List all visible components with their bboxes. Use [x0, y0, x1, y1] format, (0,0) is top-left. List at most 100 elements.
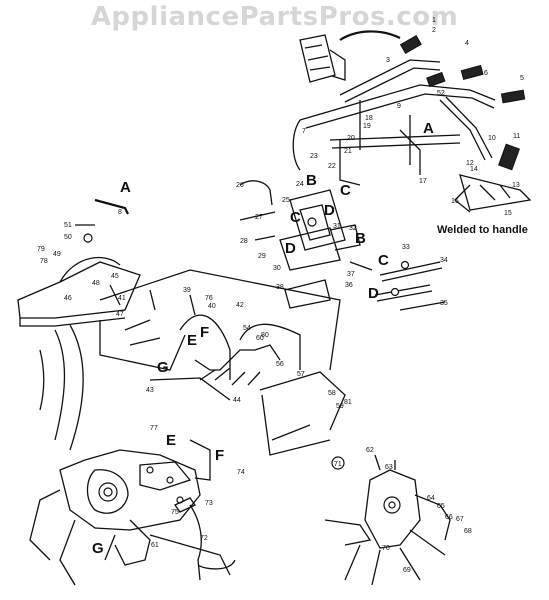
part-number-31: 31 [333, 223, 341, 230]
letter-callouts: A A B B C C C D D D E E F F G G [92, 120, 434, 557]
part-number-39: 39 [183, 287, 191, 294]
part-number-15: 15 [504, 210, 512, 217]
tine-shield [17, 256, 346, 456]
part-number-40: 40 [208, 303, 216, 310]
part-number-21: 21 [344, 148, 352, 155]
callout-E-bottom: E [166, 432, 176, 449]
part-number-54: 54 [243, 325, 251, 332]
part-number-69: 69 [403, 567, 411, 574]
callout-E-top: E [187, 332, 197, 349]
part-number-2: 2 [432, 27, 436, 34]
part-number-59: 59 [336, 403, 344, 410]
rod-assembly-left [75, 198, 129, 243]
callout-B-top: B [306, 172, 317, 189]
part-number-37: 37 [347, 271, 355, 278]
part-number-16: 16 [451, 198, 459, 205]
part-number-50: 50 [64, 234, 72, 241]
part-number-44: 44 [233, 397, 241, 404]
part-number-9: 9 [397, 103, 401, 110]
callout-F-top: F [200, 324, 209, 341]
part-number-8: 8 [118, 209, 122, 216]
part-number-11: 11 [513, 133, 520, 140]
part-number-17: 17 [419, 178, 427, 185]
part-number-73: 73 [205, 500, 213, 507]
watermark: AppliancePartsPros.com [90, 2, 459, 32]
part-number-43: 43 [146, 387, 154, 394]
part-number-56: 56 [276, 361, 284, 368]
part-number-10: 10 [488, 135, 496, 142]
handle-bracket [239, 180, 373, 309]
part-number-19: 19 [363, 123, 371, 130]
linkage-rods [374, 260, 446, 311]
part-number-24: 24 [296, 181, 304, 188]
callout-D-left: D [285, 240, 296, 257]
part-number-75: 75 [171, 509, 179, 516]
part-number-20: 20 [347, 135, 355, 142]
part-number-34: 34 [440, 257, 448, 264]
part-number-13: 13 [512, 182, 520, 189]
part-number-26: 26 [236, 182, 244, 189]
part-number-23: 23 [310, 153, 318, 160]
part-number-64: 64 [427, 495, 435, 502]
part-number-79: 79 [37, 246, 45, 253]
part-number-70: 70 [382, 545, 390, 552]
part-number-74: 74 [237, 469, 245, 476]
part-number-72: 72 [200, 535, 208, 542]
part-number-3: 3 [386, 57, 390, 64]
part-number-41: 41 [118, 295, 126, 302]
callout-D-right: D [368, 285, 379, 302]
part-number-32: 32 [349, 225, 357, 232]
part-number-6: 6 [484, 70, 488, 77]
part-number-78: 78 [40, 258, 48, 265]
part-number-49: 49 [53, 251, 61, 258]
part-number-48: 48 [92, 280, 100, 287]
part-number-42: 42 [236, 302, 244, 309]
part-number-62: 62 [366, 447, 374, 454]
callout-G-bottom: G [92, 540, 104, 557]
callout-D-top: D [324, 202, 335, 219]
handle-assembly [292, 30, 532, 213]
part-number-25: 25 [282, 197, 290, 204]
part-number-63: 63 [385, 464, 393, 471]
part-number-27: 27 [255, 214, 263, 221]
part-number-14: 14 [470, 166, 478, 173]
part-number-45: 45 [111, 273, 119, 280]
callout-B-mid: B [355, 230, 366, 247]
part-number-61: 61 [151, 542, 159, 549]
part-number-65: 65 [437, 503, 445, 510]
part-number-46: 46 [64, 295, 72, 302]
part-number-80: 80 [261, 332, 269, 339]
part-number-58: 58 [328, 390, 336, 397]
part-number-60: 60 [256, 335, 264, 342]
part-number-47: 47 [116, 311, 124, 318]
part-number-52: 52 [437, 90, 445, 97]
tine-assembly [324, 454, 451, 586]
callout-C-top: C [340, 182, 351, 199]
part-number-5: 5 [520, 75, 524, 82]
part-number-35: 35 [440, 300, 448, 307]
callout-A-right: A [423, 120, 434, 137]
part-number-51: 51 [64, 222, 72, 229]
welded-note: Welded to handle [437, 224, 528, 236]
part-number-67: 67 [456, 516, 464, 523]
number-callouts: 1 2 3 4 5 6 7 8 9 10 11 12 13 14 15 16 1… [37, 17, 524, 574]
part-number-29: 29 [258, 253, 266, 260]
part-number-71: 71 [334, 461, 342, 468]
transmission-housing [29, 439, 236, 586]
part-number-28: 28 [240, 238, 248, 245]
callout-F-bottom: F [215, 447, 224, 464]
part-number-33: 33 [402, 244, 410, 251]
part-number-68: 68 [464, 528, 472, 535]
part-number-81: 81 [344, 399, 352, 406]
callout-C-left: C [290, 209, 301, 226]
part-number-7: 7 [302, 128, 306, 135]
part-number-77: 77 [150, 425, 158, 432]
part-number-66: 66 [445, 514, 453, 521]
part-number-4: 4 [465, 40, 469, 47]
callout-A-left: A [120, 179, 131, 196]
part-number-38: 38 [276, 284, 284, 291]
part-number-22: 22 [328, 163, 336, 170]
callout-G-top: G [157, 359, 169, 376]
